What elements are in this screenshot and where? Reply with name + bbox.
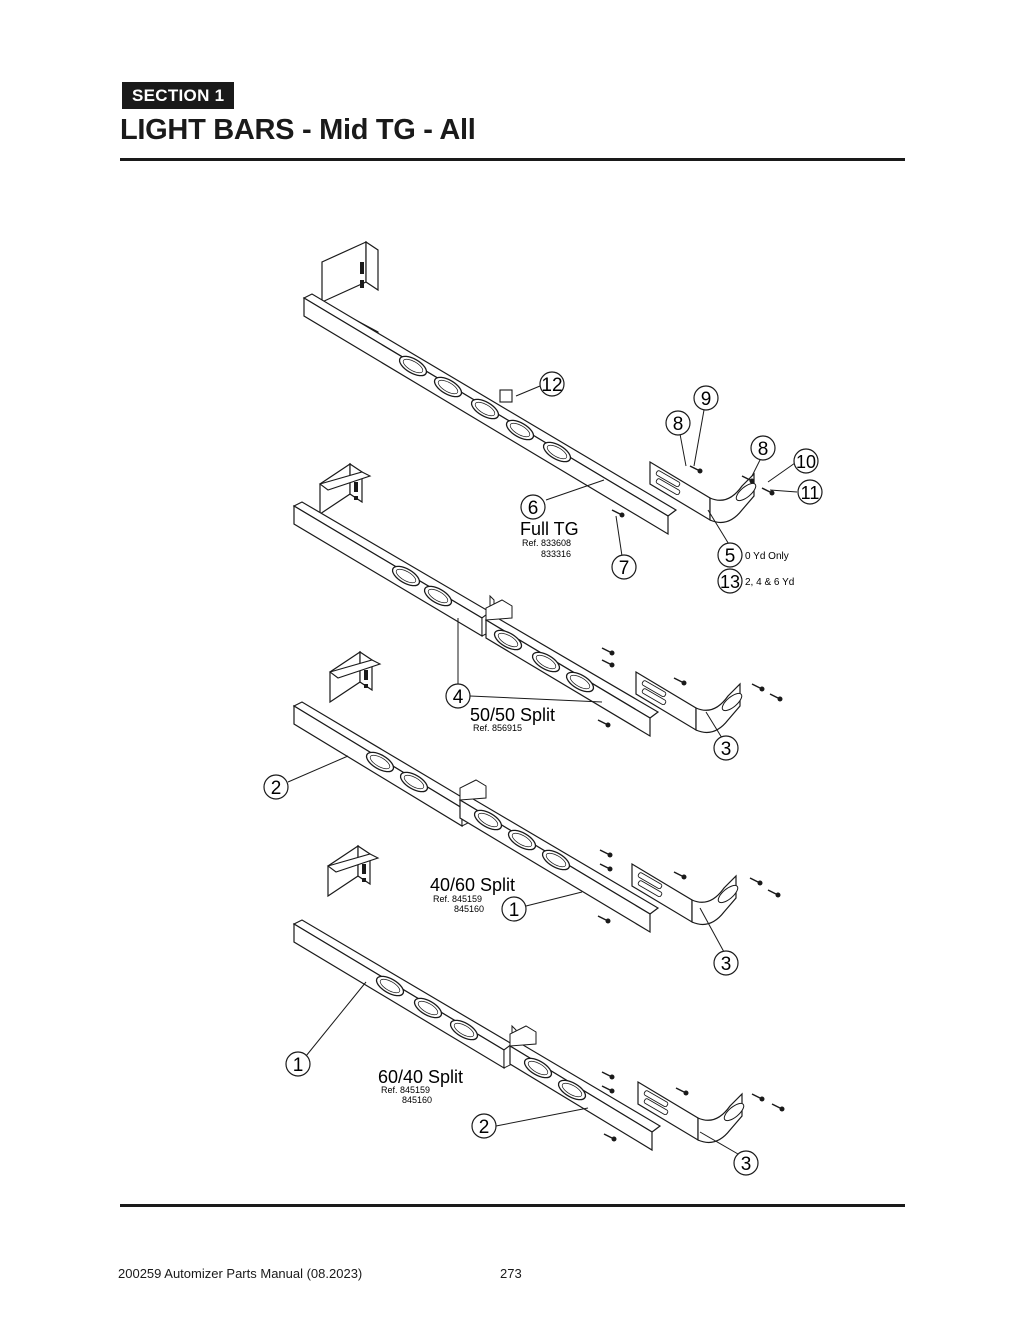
svg-text:3: 3 bbox=[721, 739, 732, 760]
callout-1: 1 bbox=[285, 1051, 311, 1077]
split-60-40-ref-2: 845160 bbox=[402, 1095, 432, 1105]
header-rule bbox=[120, 158, 905, 161]
callout-2: 2 bbox=[263, 774, 289, 800]
page-title: LIGHT BARS - Mid TG - All bbox=[120, 114, 476, 146]
split-40-60-assembly bbox=[287, 651, 782, 953]
full-tg-ref-1: Ref. 833608 bbox=[522, 538, 571, 548]
callout-1: 1 bbox=[501, 896, 527, 922]
svg-text:6: 6 bbox=[528, 498, 539, 519]
full-tg-assembly bbox=[302, 240, 798, 557]
svg-text:3: 3 bbox=[741, 1154, 752, 1175]
footer-rule bbox=[120, 1204, 905, 1207]
svg-text:8: 8 bbox=[673, 414, 684, 435]
footer-manual-title: 200259 Automizer Parts Manual (08.2023) bbox=[118, 1266, 363, 1281]
svg-text:2: 2 bbox=[271, 778, 282, 799]
split-40-60-label: 40/60 Split bbox=[430, 875, 515, 895]
full-tg-label: Full TG bbox=[520, 519, 579, 539]
svg-text:7: 7 bbox=[619, 558, 630, 579]
note-2-4-6-yd: 2, 4 & 6 Yd bbox=[745, 577, 794, 588]
split-60-40-assembly bbox=[292, 845, 786, 1155]
split-50-50-assembly bbox=[292, 463, 784, 739]
callout-13: 13 bbox=[717, 568, 743, 594]
split-40-60-ref-2: 845160 bbox=[454, 904, 484, 914]
svg-text:8: 8 bbox=[758, 439, 769, 460]
svg-text:5: 5 bbox=[725, 546, 736, 567]
full-tg-ref-2: 833316 bbox=[541, 549, 571, 559]
svg-text:12: 12 bbox=[541, 375, 562, 396]
svg-text:13: 13 bbox=[720, 572, 740, 592]
callout-6: 6 bbox=[520, 494, 546, 520]
callout-8: 8 bbox=[665, 410, 691, 436]
svg-text:2: 2 bbox=[479, 1117, 490, 1138]
callout-12: 12 bbox=[539, 371, 565, 397]
callout-11: 11 bbox=[797, 479, 823, 505]
split-60-40-label: 60/40 Split bbox=[378, 1067, 463, 1087]
svg-text:4: 4 bbox=[453, 687, 464, 708]
callout-8: 8 bbox=[750, 435, 776, 461]
svg-text:9: 9 bbox=[701, 389, 712, 410]
split-50-50-ref-1: Ref. 856915 bbox=[473, 723, 522, 733]
section-badge: SECTION 1 bbox=[122, 82, 235, 109]
callout-4: 4 bbox=[445, 683, 471, 709]
callout-5: 5 bbox=[717, 542, 743, 568]
footer-page-number: 273 bbox=[500, 1266, 522, 1281]
callout-3: 3 bbox=[713, 735, 739, 761]
split-40-60-ref-1: Ref. 845159 bbox=[433, 894, 482, 904]
svg-text:10: 10 bbox=[796, 452, 816, 472]
callout-3: 3 bbox=[733, 1150, 759, 1176]
callout-3: 3 bbox=[713, 950, 739, 976]
note-0-yd-only: 0 Yd Only bbox=[745, 551, 789, 562]
svg-text:3: 3 bbox=[721, 954, 732, 975]
callout-7: 7 bbox=[611, 554, 637, 580]
svg-text:1: 1 bbox=[509, 900, 520, 921]
callout-2: 2 bbox=[471, 1113, 497, 1139]
callout-9: 9 bbox=[693, 385, 719, 411]
split-60-40-ref-1: Ref. 845159 bbox=[381, 1085, 430, 1095]
split-50-50-label: 50/50 Split bbox=[470, 705, 555, 725]
callout-10: 10 bbox=[793, 448, 819, 474]
svg-text:1: 1 bbox=[293, 1055, 304, 1076]
svg-text:11: 11 bbox=[801, 483, 820, 503]
